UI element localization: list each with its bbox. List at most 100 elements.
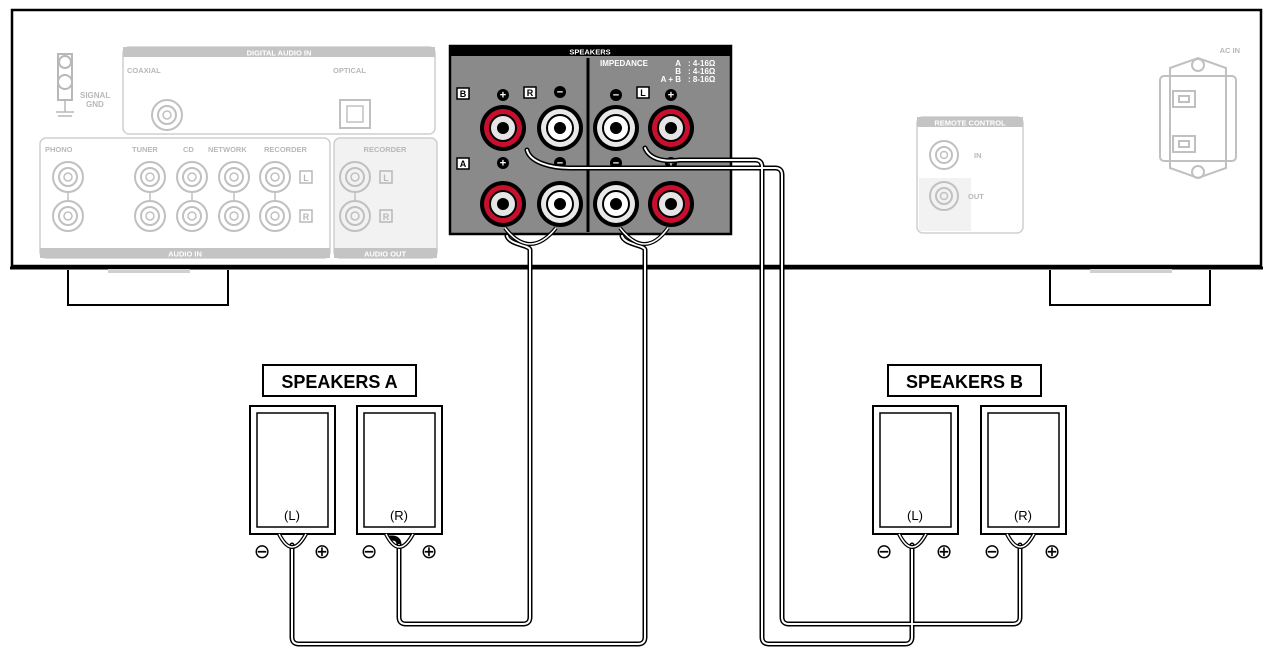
- speaker-a-left: (L): [249, 405, 336, 535]
- recorder-in-label: RECORDER: [264, 145, 308, 154]
- speakers-a-title: SPEAKERS A: [281, 372, 397, 392]
- svg-text:L: L: [303, 173, 309, 183]
- audio-out-footer: [334, 248, 437, 258]
- remote-control-header: [917, 117, 1023, 127]
- ground-symbol-icon: [56, 100, 74, 117]
- signal-gnd-label-1: SIGNAL: [80, 91, 110, 100]
- ac-in-section: AC IN: [1159, 46, 1240, 180]
- speaker-b-left-label: (L): [907, 508, 923, 523]
- speaker-a-left-minus-icon: ⊖: [254, 541, 271, 563]
- terminal-a-r-plus[interactable]: [480, 181, 526, 227]
- cable-a-left: [289, 233, 648, 647]
- impedance-b-value: : 4-16Ω: [688, 67, 716, 76]
- impedance-ab-key: A + B: [661, 75, 682, 84]
- remote-in-jack[interactable]: [929, 140, 959, 170]
- speaker-a-right-plus-icon: ⊕: [421, 541, 438, 563]
- terminal-b-r-minus[interactable]: [537, 105, 583, 151]
- speaker-a-right-minus-icon: ⊖: [361, 541, 378, 563]
- gnd-screw-lower-icon: [57, 74, 73, 90]
- terminal-b-l-minus[interactable]: [593, 105, 639, 151]
- impedance-a-key: A: [675, 59, 681, 68]
- svg-text:R: R: [527, 88, 534, 98]
- impedance-b-key: B: [675, 67, 681, 76]
- svg-text:−: −: [557, 87, 563, 99]
- speaker-a-right: (R): [356, 405, 443, 535]
- cd-label: CD: [183, 145, 194, 154]
- speaker-b-right-plus-icon: ⊕: [1044, 541, 1061, 563]
- digital-audio-in-title: DIGITAL AUDIO IN: [247, 49, 312, 58]
- terminal-b-l-plus[interactable]: [648, 105, 694, 151]
- coaxial-label: COAXIAL: [127, 66, 161, 75]
- remote-control-title: REMOTE CONTROL: [934, 119, 1006, 128]
- speaker-b-right-minus-icon: ⊖: [984, 541, 1001, 563]
- speaker-terminal-loops-inner: [278, 533, 1035, 548]
- speakers-a-group: SPEAKERS A (L) (R): [249, 364, 443, 535]
- speaker-b-left-minus-icon: ⊖: [876, 541, 893, 563]
- left-foot: [67, 270, 229, 306]
- coaxial-jack[interactable]: [151, 99, 183, 131]
- speakers-b-title-box: [887, 364, 1042, 397]
- channel-mark-l-in: L: [299, 170, 313, 184]
- svg-text:L: L: [640, 88, 646, 98]
- impedance-label: IMPEDANCE: [600, 59, 649, 68]
- remote-control-section: REMOTE CONTROL IN OUT: [916, 116, 1024, 234]
- audio-out-frame: [333, 137, 438, 259]
- speakers-header-bar: [450, 46, 731, 56]
- speaker-a-right-label: (R): [390, 508, 408, 523]
- svg-text:+: +: [668, 158, 674, 170]
- impedance-ab-value: : 8-16Ω: [688, 75, 716, 84]
- speakers-section-title: SPEAKERS: [569, 48, 610, 57]
- recorder-in-jacks[interactable]: [259, 161, 291, 232]
- svg-text:+: +: [668, 90, 674, 102]
- gnd-screw-icon: [58, 55, 72, 69]
- channel-mark-r-out: R: [379, 209, 393, 223]
- terminal-a-l-plus[interactable]: [648, 181, 694, 227]
- audio-in-footer: [40, 248, 330, 258]
- polarity-dots-b-row: + − − +: [497, 86, 677, 102]
- svg-text:L: L: [383, 173, 389, 183]
- speaker-b-left-plus-icon: ⊕: [936, 541, 953, 563]
- ac-inlet-icon[interactable]: [1159, 56, 1237, 180]
- optical-label: OPTICAL: [333, 66, 366, 75]
- speaker-a-left-plus-icon: ⊕: [314, 541, 331, 563]
- rca-jacks-audio-in: [52, 161, 291, 232]
- right-foot: [1049, 270, 1211, 306]
- ac-in-label: AC IN: [1220, 46, 1240, 55]
- svg-text:+: +: [500, 90, 506, 102]
- terminal-a-r-minus[interactable]: [537, 181, 583, 227]
- svg-text:R: R: [383, 212, 390, 222]
- speaker-b-right: (R): [980, 405, 1067, 535]
- optical-jack[interactable]: [339, 99, 371, 129]
- polarity-symbols: ⊖ ⊕ ⊖ ⊕ ⊖ ⊕ ⊖ ⊕: [254, 541, 1061, 563]
- channel-mark-l-out: L: [379, 170, 393, 184]
- audio-out-title: AUDIO OUT: [364, 250, 407, 259]
- left-foot-pad: [108, 269, 190, 273]
- terminal-a-l-minus[interactable]: [593, 181, 639, 227]
- remote-in-label: IN: [974, 151, 982, 160]
- channel-r-mark: R: [523, 86, 537, 99]
- speakers-b-title: SPEAKERS B: [906, 372, 1023, 392]
- signal-gnd-label-2: GND: [86, 100, 104, 109]
- recorder-out-jacks[interactable]: [339, 161, 371, 232]
- audio-out-section: AUDIO OUT RECORDER L R: [333, 137, 438, 259]
- digital-audio-in-header: [123, 47, 435, 57]
- phono-label: PHONO: [45, 145, 73, 154]
- svg-text:−: −: [613, 90, 619, 102]
- svg-text:−: −: [613, 158, 619, 170]
- zone-b-mark: B: [456, 87, 470, 100]
- speakers-b-group: SPEAKERS B (L) (R): [872, 364, 1067, 535]
- channel-l-mark: L: [636, 86, 650, 99]
- speaker-b-right-label: (R): [1014, 508, 1032, 523]
- audio-in-section: AUDIO IN PHONO TUNER CD NETWORK RECORDER: [39, 137, 331, 259]
- speaker-b-left: (L): [872, 405, 959, 535]
- recorder-out-label: RECORDER: [364, 145, 408, 154]
- svg-text:R: R: [303, 212, 310, 222]
- svg-text:B: B: [460, 89, 467, 99]
- channel-mark-r-in: R: [299, 209, 313, 223]
- right-foot-pad: [1090, 269, 1172, 273]
- remote-out-jack[interactable]: [929, 181, 959, 211]
- terminal-b-r-plus[interactable]: [480, 105, 526, 151]
- remote-out-label: OUT: [968, 192, 984, 201]
- network-label: NETWORK: [208, 145, 247, 154]
